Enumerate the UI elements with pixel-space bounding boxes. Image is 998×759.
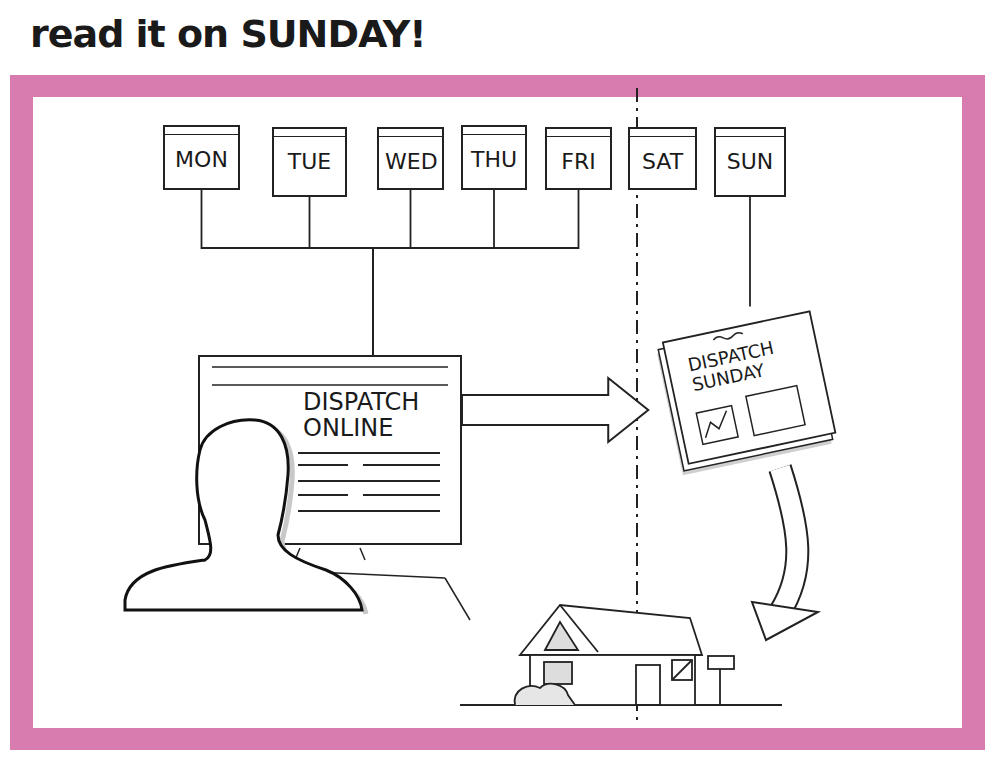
day-label: FRI: [547, 129, 610, 174]
arrow-head: [752, 602, 818, 640]
stand-line: [360, 548, 365, 560]
connector: [462, 378, 648, 442]
front-page: [663, 311, 836, 463]
toolbar-line: [212, 366, 448, 368]
person-shadow: [131, 426, 366, 614]
window: [672, 660, 692, 680]
text-line: [363, 494, 440, 496]
day-header-line: [165, 134, 238, 135]
day-box: SUN: [714, 127, 786, 197]
day-header-line: [379, 136, 442, 137]
connector: [373, 190, 579, 355]
day-label: SAT: [630, 129, 695, 174]
connector-line: [373, 190, 411, 355]
chart-frame: [696, 406, 738, 445]
day-header-line: [274, 136, 345, 137]
connector-line: [310, 197, 374, 355]
connector: [750, 197, 751, 306]
mailbox: [708, 656, 734, 669]
day-header-line: [630, 136, 695, 137]
browser-window: DISPATCH ONLINE: [198, 355, 462, 545]
mailbox-post: [719, 669, 721, 705]
connector-line: [202, 190, 374, 355]
day-label: SUN: [716, 129, 784, 174]
monitor-stand: [295, 548, 470, 620]
hollow-arrow: [462, 378, 648, 442]
connector: [373, 190, 494, 355]
delivery-arrow: [752, 468, 818, 640]
person-outline: [125, 420, 362, 610]
window: [544, 662, 572, 684]
connector: [202, 190, 374, 355]
window-glint: [672, 660, 692, 680]
browser-outline: [198, 355, 462, 545]
photo-box: [746, 386, 805, 436]
masthead: [713, 332, 743, 342]
newspaper-pages: [652, 306, 843, 477]
toolbar-line: [212, 384, 448, 386]
day-header-line: [547, 136, 610, 137]
day-box: THU: [461, 125, 527, 190]
bush: [515, 684, 575, 705]
text-line: [298, 494, 348, 496]
arrow-body-outline: [780, 468, 797, 612]
stand-line: [295, 548, 300, 560]
node-title: DISPATCH ONLINE: [303, 389, 453, 442]
newspaper: DISPATCH SUNDAY: [652, 306, 843, 477]
day-header-line: [716, 136, 784, 137]
text-line: [298, 452, 440, 454]
house: [460, 605, 782, 705]
text-line: [363, 464, 440, 466]
desk-line: [315, 572, 445, 578]
day-label: MON: [165, 127, 238, 172]
door: [636, 665, 660, 705]
connector-line: [749, 197, 751, 306]
roof: [520, 605, 702, 655]
connector-line: [373, 190, 579, 355]
day-box: TUE: [272, 127, 347, 197]
text-line: [298, 480, 440, 482]
day-box: MON: [163, 125, 240, 190]
desk-line: [445, 578, 470, 620]
chart-line: [701, 411, 731, 438]
window-frame: [199, 356, 461, 544]
day-label: TUE: [274, 129, 345, 174]
day-header-line: [463, 134, 525, 135]
connector: [310, 197, 374, 355]
connector-line: [373, 190, 494, 355]
day-box: WED: [377, 127, 444, 190]
day-label: WED: [379, 129, 442, 174]
text-line: [298, 510, 440, 512]
day-label: THU: [463, 127, 525, 172]
arrow-body: [780, 468, 797, 612]
connector: [373, 190, 411, 355]
gable: [545, 622, 578, 650]
day-box: SAT: [628, 127, 697, 190]
text-line: [298, 464, 348, 466]
day-box: FRI: [545, 127, 612, 190]
title-text: read it on SUNDAY!: [30, 12, 426, 56]
